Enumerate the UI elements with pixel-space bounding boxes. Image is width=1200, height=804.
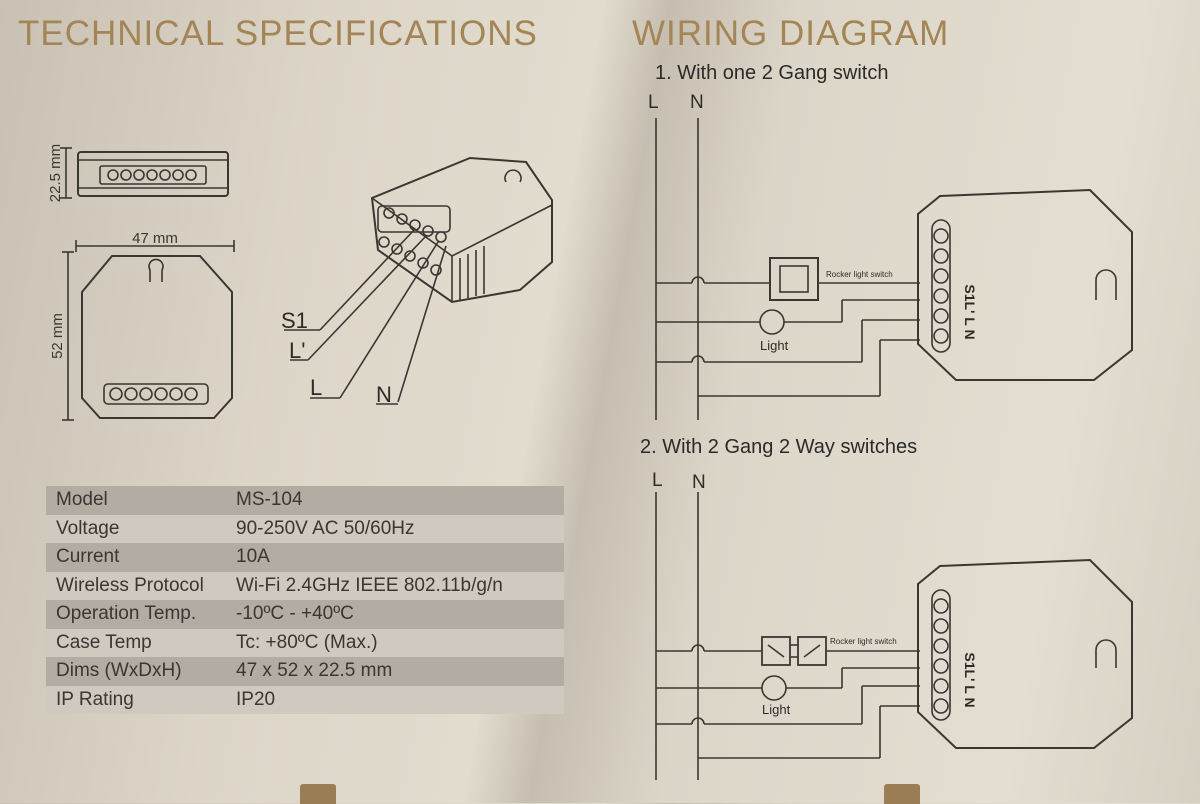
spec-value: MS-104 bbox=[226, 486, 564, 515]
wiring-diagram-1 bbox=[655, 118, 1133, 420]
callout-l-prime: L' bbox=[289, 338, 305, 363]
d2-light-label: Light bbox=[762, 702, 791, 717]
page-number-tab-left bbox=[300, 784, 336, 804]
spec-value: 10A bbox=[226, 543, 564, 572]
rocker-switch-1 bbox=[769, 257, 819, 301]
spec-label: IP Rating bbox=[46, 685, 226, 714]
spec-label: Voltage bbox=[46, 514, 226, 543]
d2-line-label: L bbox=[652, 470, 663, 491]
technical-specifications-heading: TECHNICAL SPECIFICATIONS bbox=[18, 14, 538, 53]
module-isometric-view bbox=[284, 156, 553, 405]
table-row: Dims (WxDxH) 47 x 52 x 22.5 mm bbox=[46, 657, 564, 686]
diagram2-caption: 2. With 2 Gang 2 Way switches bbox=[640, 436, 918, 458]
spec-label: Current bbox=[46, 543, 226, 572]
table-row: Operation Temp. -10ºC - +40ºC bbox=[46, 600, 564, 629]
spec-label: Model bbox=[46, 486, 226, 515]
spec-value: Tc: +80ºC (Max.) bbox=[226, 628, 564, 657]
table-row: IP Rating IP20 bbox=[46, 685, 564, 714]
table-row: Current 10A bbox=[46, 543, 564, 572]
light-icon-1 bbox=[759, 309, 785, 335]
rocker-switch-2a bbox=[761, 636, 791, 666]
spec-label: Case Temp bbox=[46, 628, 226, 657]
height-dimension-label: 22.5 mm bbox=[47, 144, 64, 202]
d1-light-label: Light bbox=[760, 338, 789, 353]
table-row: Model MS-104 bbox=[46, 486, 564, 515]
specifications-table: Model MS-104 Voltage 90-250V AC 50/60Hz … bbox=[46, 486, 564, 714]
module-top-view: 47 mm 52 mm bbox=[49, 230, 235, 421]
module-box-2 bbox=[917, 558, 1133, 749]
spec-label: Dims (WxDxH) bbox=[46, 657, 226, 686]
d2-terminal-label: S1L' L N bbox=[962, 652, 978, 707]
callout-s1: S1 bbox=[281, 308, 308, 333]
spec-value: 47 x 52 x 22.5 mm bbox=[226, 657, 564, 686]
depth-dimension-label: 52 mm bbox=[49, 313, 66, 359]
table-row: Case Temp Tc: +80ºC (Max.) bbox=[46, 628, 564, 657]
spec-value: Wi-Fi 2.4GHz IEEE 802.11b/g/n bbox=[226, 571, 564, 600]
callout-n: N bbox=[376, 382, 392, 407]
diagram1-caption: 1. With one 2 Gang switch bbox=[655, 62, 889, 84]
d1-neutral-label: N bbox=[690, 92, 704, 113]
width-dimension-label: 47 mm bbox=[132, 230, 178, 247]
spec-value: IP20 bbox=[226, 685, 564, 714]
module-box-1 bbox=[917, 188, 1133, 381]
light-icon-2 bbox=[761, 675, 787, 701]
d1-switch-label: Rocker light switch bbox=[826, 270, 893, 279]
wiring-diagram-heading: WIRING DIAGRAM bbox=[632, 14, 950, 53]
table-row: Voltage 90-250V AC 50/60Hz bbox=[46, 514, 564, 543]
spec-label: Wireless Protocol bbox=[46, 571, 226, 600]
wiring-diagram-2 bbox=[655, 492, 1133, 780]
table-row: Wireless Protocol Wi-Fi 2.4GHz IEEE 802.… bbox=[46, 571, 564, 600]
d1-terminal-label: S1L' L N bbox=[962, 284, 978, 339]
d2-switch-label: Rocker light switch bbox=[830, 637, 897, 646]
spec-value: -10ºC - +40ºC bbox=[226, 600, 564, 629]
callout-l: L bbox=[310, 375, 322, 400]
d2-neutral-label: N bbox=[692, 472, 706, 493]
module-side-view: 22.5 mm bbox=[47, 144, 229, 202]
spec-value: 90-250V AC 50/60Hz bbox=[226, 514, 564, 543]
page-number-tab-right bbox=[884, 784, 920, 804]
spec-label: Operation Temp. bbox=[46, 600, 226, 629]
d1-line-label: L bbox=[648, 92, 659, 113]
